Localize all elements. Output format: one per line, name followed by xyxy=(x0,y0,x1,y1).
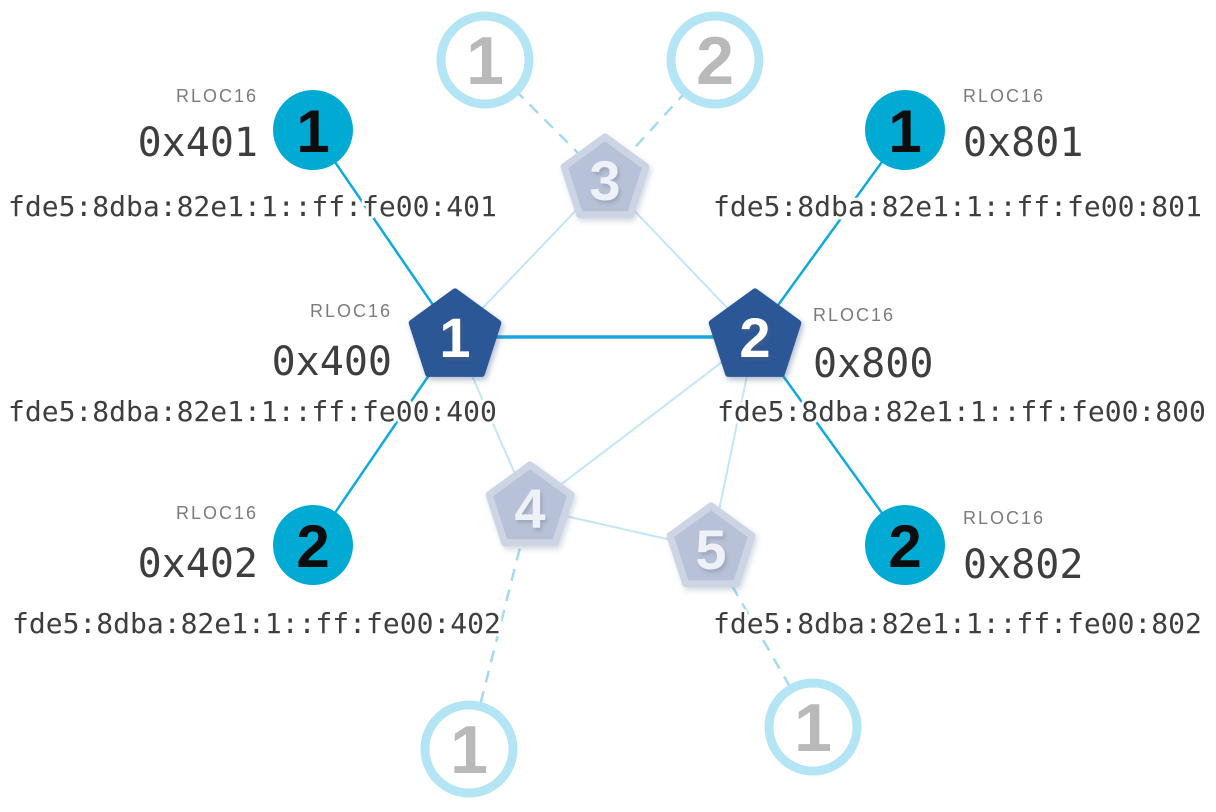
rloc16-heading: RLOC16 xyxy=(813,305,895,325)
child-402-node[interactable]: 2 xyxy=(273,505,353,585)
node-number: 1 xyxy=(888,98,921,165)
child-801-node[interactable]: 1 xyxy=(865,90,945,170)
node-number: 1 xyxy=(794,690,832,766)
child-401-labels: RLOC16 0x401 fde5:8dba:82e1:1::ff:fe00:4… xyxy=(5,83,500,226)
rloc16-heading: RLOC16 xyxy=(963,86,1045,106)
node-number: 4 xyxy=(514,477,545,540)
rloc16-value: 0x800 xyxy=(813,341,933,387)
ipv6-address: fde5:8dba:82e1:1::ff:fe00:800 xyxy=(717,395,1206,428)
child-402-labels: RLOC16 0x402 fde5:8dba:82e1:1::ff:fe00:4… xyxy=(9,500,504,643)
ipv6-address: fde5:8dba:82e1:1::ff:fe00:402 xyxy=(12,607,501,640)
router-pentagon[interactable] xyxy=(560,133,650,219)
faded-child-circle[interactable] xyxy=(764,678,862,776)
router-pentagon[interactable] xyxy=(666,502,756,588)
ipv6-address: fde5:8dba:82e1:1::ff:fe00:802 xyxy=(713,607,1202,640)
rloc16-value: 0x801 xyxy=(963,120,1083,166)
node-number: 2 xyxy=(739,306,770,369)
faded-child-circle[interactable] xyxy=(420,700,518,798)
rloc16-value: 0x401 xyxy=(138,120,258,166)
faded-child-circle[interactable] xyxy=(666,11,764,109)
faded-child-bottom-2-node[interactable]: 1 xyxy=(764,678,862,776)
rloc16-heading: RLOC16 xyxy=(176,86,258,106)
router-5-node[interactable]: 5 xyxy=(666,502,756,588)
child-circle[interactable] xyxy=(273,505,353,585)
rloc16-value: 0x402 xyxy=(138,541,258,587)
faded-child-top-2-node[interactable]: 2 xyxy=(666,11,764,109)
child-802-node[interactable]: 2 xyxy=(865,505,945,585)
nodes-layer: 1 2 1 1 3 4 5 1 xyxy=(273,11,945,798)
node-number: 1 xyxy=(466,23,504,99)
child-circle[interactable] xyxy=(865,505,945,585)
router-pentagon[interactable] xyxy=(408,288,502,377)
faded-child-circle[interactable] xyxy=(436,11,534,109)
node-number: 2 xyxy=(888,513,921,580)
child-circle[interactable] xyxy=(865,90,945,170)
ipv6-address: fde5:8dba:82e1:1::ff:fe00:401 xyxy=(8,190,497,223)
rloc16-heading: RLOC16 xyxy=(963,508,1045,528)
faded-child-top-1-node[interactable]: 1 xyxy=(436,11,534,109)
rloc16-value: 0x802 xyxy=(963,542,1083,588)
child-801-labels: RLOC16 0x801 fde5:8dba:82e1:1::ff:fe00:8… xyxy=(710,83,1205,226)
router-pentagon[interactable] xyxy=(708,288,802,377)
child-401-node[interactable]: 1 xyxy=(273,90,353,170)
node-number: 5 xyxy=(695,518,726,581)
link-router-2-child-801 xyxy=(753,129,907,338)
child-802-labels: RLOC16 0x802 fde5:8dba:82e1:1::ff:fe00:8… xyxy=(710,505,1205,643)
link-router-2-router-4 xyxy=(529,336,756,509)
router-1-labels: RLOC16 0x400 fde5:8dba:82e1:1::ff:fe00:4… xyxy=(5,298,500,431)
child-circle[interactable] xyxy=(273,90,353,170)
router-3-node[interactable]: 3 xyxy=(560,133,650,219)
node-number: 2 xyxy=(296,513,329,580)
node-number: 1 xyxy=(296,98,329,165)
node-number: 1 xyxy=(450,712,488,788)
router-2-labels: RLOC16 0x800 fde5:8dba:82e1:1::ff:fe00:8… xyxy=(714,302,1209,431)
rloc16-heading: RLOC16 xyxy=(310,301,392,321)
router-1-node[interactable]: 1 xyxy=(408,288,502,377)
router-2-node[interactable]: 2 xyxy=(708,288,802,377)
rloc16-heading: RLOC16 xyxy=(176,503,258,523)
router-4-node[interactable]: 4 xyxy=(485,461,575,547)
link-router-1-child-401 xyxy=(311,129,457,338)
labels-layer: RLOC16 0x401 fde5:8dba:82e1:1::ff:fe00:4… xyxy=(5,83,1209,643)
ipv6-address: fde5:8dba:82e1:1::ff:fe00:400 xyxy=(8,395,497,428)
rloc16-value: 0x400 xyxy=(272,339,392,385)
node-number: 3 xyxy=(589,149,620,212)
router-pentagon[interactable] xyxy=(485,461,575,547)
faded-child-bottom-1-node[interactable]: 1 xyxy=(420,700,518,798)
ipv6-address: fde5:8dba:82e1:1::ff:fe00:801 xyxy=(713,190,1202,223)
node-number: 1 xyxy=(439,306,470,369)
node-number: 2 xyxy=(696,23,734,99)
